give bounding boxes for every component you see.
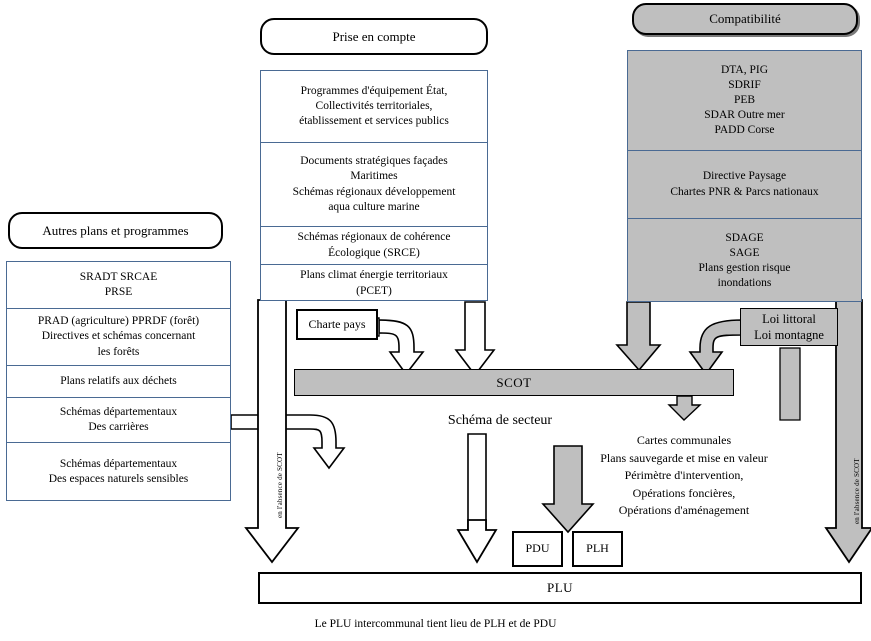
node-charte-pays-label: Charte pays: [308, 316, 366, 331]
arrow-right-column-to-plu: [824, 299, 871, 564]
connector-loi-littoral-down: [779, 347, 801, 421]
vertical-label-left-wrap: en l'absence de SCOT: [276, 452, 284, 519]
left-stack-item-2: Plans relatifs aux déchets: [7, 366, 230, 398]
node-pdu: PDU: [512, 531, 563, 567]
header-compatibilite-label: Compatibilité: [709, 11, 781, 26]
header-prise-en-compte: Prise en compte: [260, 18, 488, 55]
node-cartes-communales-label: Cartes communales Plans sauvegarde et mi…: [600, 433, 768, 517]
node-loi-littoral-label: Loi littoral Loi montagne: [754, 311, 824, 342]
node-plu-label: PLU: [546, 579, 574, 595]
arrow-to-pdu-plh: [541, 445, 595, 534]
center-stack-item-1: Documents stratégiques façades Maritimes…: [261, 143, 487, 227]
right-stack-item-1: Directive Paysage Chartes PNR & Parcs na…: [628, 151, 861, 219]
right-stack-item-0: DTA, PIG SDRIF PEB SDAR Outre mer PADD C…: [628, 51, 861, 151]
right-stack: DTA, PIG SDRIF PEB SDAR Outre mer PADD C…: [627, 50, 862, 302]
node-schema-de-secteur: Schéma de secteur: [420, 412, 580, 431]
center-stack-item-2: Schémas régionaux de cohérence Écologiqu…: [261, 227, 487, 265]
vertical-label-right: en l'absence de SCOT: [853, 458, 861, 524]
left-stack-item-3: Schémas départementaux Des carrières: [7, 398, 230, 443]
header-compatibilite: Compatibilité: [632, 3, 858, 35]
node-scot-label: SCOT: [496, 374, 532, 390]
node-cartes-communales: Cartes communales Plans sauvegarde et mi…: [578, 415, 790, 519]
left-stack-item-0: SRADT SRCAE PRSE: [7, 262, 230, 309]
node-loi-littoral: Loi littoral Loi montagne: [740, 308, 838, 346]
arrow-centerstack-to-scot: [454, 301, 496, 377]
node-scot: SCOT: [294, 369, 734, 396]
vertical-label-left: en l'absence de SCOT: [276, 452, 284, 518]
arrow-rightstack-down: [615, 301, 662, 372]
arrow-mid-to-plu: [456, 519, 498, 564]
node-schema-de-secteur-label: Schéma de secteur: [447, 413, 553, 428]
center-stack: Programmes d'équipement État, Collectivi…: [260, 70, 488, 301]
node-pdu-label: PDU: [525, 541, 550, 556]
arrow-left-column-to-plu: [244, 299, 300, 564]
arrow-leftstack-to-scot: [230, 414, 346, 470]
left-stack-item-1: PRAD (agriculture) PPRDF (forêt) Directi…: [7, 309, 230, 366]
node-plh: PLH: [572, 531, 623, 567]
vertical-label-right-wrap: en l'absence de SCOT: [853, 458, 861, 525]
left-stack: SRADT SRCAE PRSE PRAD (agriculture) PPRD…: [6, 261, 231, 501]
header-prise-en-compte-label: Prise en compte: [332, 28, 416, 44]
left-stack-item-4: Schémas départementaux Des espaces natur…: [48, 457, 189, 485]
center-stack-item-0: Programmes d'équipement État, Collectivi…: [261, 71, 487, 143]
node-plh-label: PLH: [586, 541, 609, 556]
header-autres-plans-label: Autres plans et programmes: [42, 222, 189, 238]
header-autres-plans: Autres plans et programmes: [8, 212, 223, 249]
node-plu: PLU: [258, 572, 862, 604]
arrow-loi-littoral-curved: [688, 319, 743, 376]
node-charte-pays: Charte pays: [296, 309, 378, 340]
arrow-scot-to-cartes: [667, 395, 702, 421]
diagram-caption: Le PLU intercommunal tient lieu de PLH e…: [314, 618, 557, 630]
right-stack-item-2: SDAGE SAGE Plans gestion risque inondati…: [698, 231, 791, 290]
center-stack-item-3: Plans climat énergie territoriaux (PCET): [300, 269, 448, 297]
